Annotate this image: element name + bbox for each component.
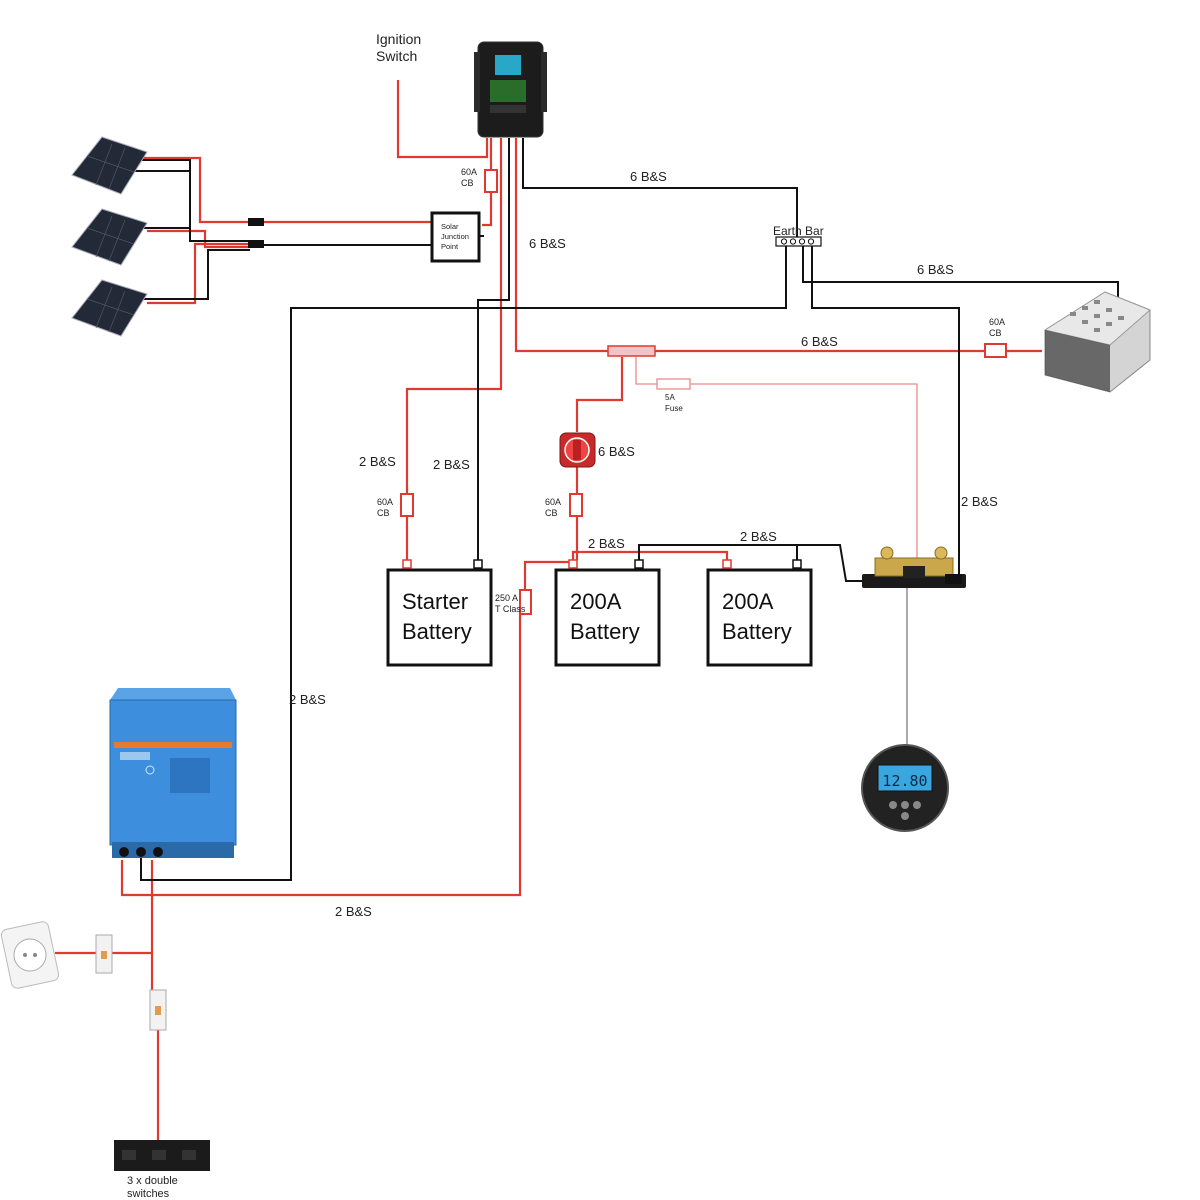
solar-panel-icon <box>71 208 148 266</box>
positive-busbar <box>607 345 656 357</box>
fuse-box-icon <box>1043 291 1151 393</box>
ignition-label: Switch <box>376 48 417 64</box>
battery-label: Starter <box>402 589 468 614</box>
switches-label: 3 x double <box>127 1175 178 1187</box>
monitor-signal-wire <box>635 357 918 572</box>
solar-junction-label: Junction <box>441 232 469 241</box>
cable-label: 6 B&S <box>529 236 566 251</box>
cb-label: 60A <box>377 497 393 507</box>
negative-wires <box>127 138 1119 881</box>
battery-label: Battery <box>570 619 640 644</box>
solar-panel-icon <box>71 136 148 195</box>
circuit-breaker-60a <box>569 493 583 517</box>
battery-label: 200A <box>722 589 774 614</box>
circuit-breaker-icon <box>149 989 167 1031</box>
fuse-label: 250 A <box>495 593 518 603</box>
mc4-connector <box>248 240 264 248</box>
cable-label: 6 B&S <box>801 334 838 349</box>
battery-label: Battery <box>722 619 792 644</box>
house-battery-2: 200A Battery <box>706 559 813 667</box>
earth-bar-label: Earth Bar <box>773 224 824 238</box>
fuse-label: Fuse <box>665 404 683 413</box>
circuit-breaker-60a <box>484 169 498 193</box>
inverter-icon <box>109 688 237 858</box>
fuse-5a <box>656 378 691 390</box>
cable-label: 2 B&S <box>588 536 625 551</box>
ignition-label: Ignition <box>376 31 421 47</box>
power-outlet-icon <box>114 1140 210 1171</box>
cb-label: CB <box>989 328 1002 338</box>
fuse-label: T Class <box>495 604 526 614</box>
circuit-breaker-60a <box>400 493 414 517</box>
circuit-breaker-60a <box>984 343 1007 358</box>
cable-label: 2 B&S <box>961 494 998 509</box>
battery-label: Battery <box>402 619 472 644</box>
cable-label: 2 B&S <box>433 457 470 472</box>
cable-label: 2 B&S <box>289 692 326 707</box>
battery-label: 200A <box>570 589 622 614</box>
cable-label: 2 B&S <box>359 454 396 469</box>
starter-battery: Starter Battery <box>386 559 493 667</box>
earth-bar <box>775 236 822 247</box>
cable-label: 6 B&S <box>630 169 667 184</box>
switches-label: switches <box>127 1188 170 1200</box>
cb-label: 60A <box>989 317 1005 327</box>
cable-label: 6 B&S <box>598 444 635 459</box>
monitor-readout: 12.80 <box>882 772 927 790</box>
t-class-fuse <box>519 589 532 615</box>
cable-label: 6 B&S <box>917 262 954 277</box>
shunt-icon <box>862 546 966 588</box>
solar-panel-icon <box>71 279 148 337</box>
dc-dc-charger-icon <box>474 41 547 138</box>
cable-label: 2 B&S <box>740 529 777 544</box>
fuse-label: 5A <box>665 393 675 402</box>
cable-label: 2 B&S <box>335 904 372 919</box>
solar-junction-label: Point <box>441 242 459 251</box>
circuit-breaker-icon <box>95 934 113 974</box>
cb-label: 60A <box>461 167 477 177</box>
cb-label: CB <box>377 508 390 518</box>
solar-junction-box <box>430 211 481 263</box>
cb-label: 60A <box>545 497 561 507</box>
house-battery-1: 200A Battery <box>554 559 661 667</box>
power-inlet-icon <box>0 921 60 989</box>
cb-label: CB <box>461 178 474 188</box>
mc4-connector <box>248 218 264 226</box>
battery-switch-icon <box>559 432 596 468</box>
cb-label: CB <box>545 508 558 518</box>
solar-junction-label: Solar <box>441 222 459 231</box>
battery-monitor-icon: 12.80 <box>861 744 949 832</box>
